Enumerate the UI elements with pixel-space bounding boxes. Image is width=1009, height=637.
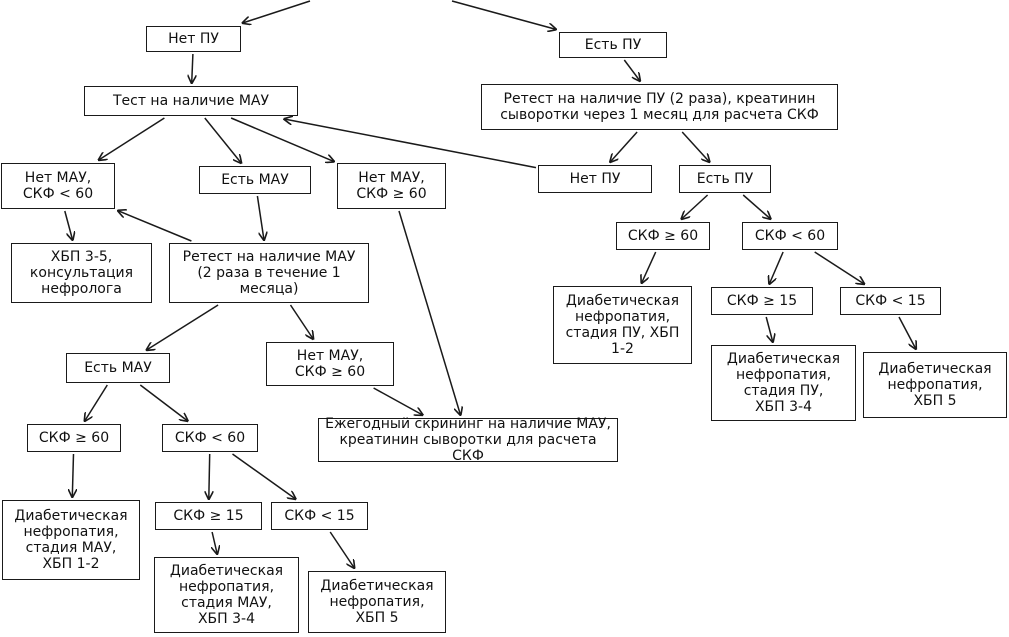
node-dn-proteinuria-ckd-1-2: Диабетическая нефропатия, стадия ПУ, ХБП… (553, 286, 692, 364)
arrow-retest-mau-to-net-mau-skf-lt60 (118, 211, 192, 242)
node-gfr-15-plus-right: СКФ ≥ 15 (711, 287, 813, 315)
node-no-proteinuria-top: Нет ПУ (146, 26, 241, 52)
arrow-est-pu-top-to-retest-pu (623, 59, 640, 81)
node-mau-confirmed: Есть МАУ (66, 353, 170, 383)
arrow-skf-ge60-l-to-dn-mau-12 (72, 453, 73, 497)
arrow-retest-mau-to-est-mau-low (147, 304, 219, 350)
node-no-mau-gfr-60-plus: Нет МАУ, СКФ ≥ 60 (337, 163, 446, 209)
arrow-skf-ge60-r-to-dn-pu-12 (642, 251, 657, 283)
node-gfr-15-plus-left: СКФ ≥ 15 (155, 502, 262, 530)
arrow-net-mau-skf-lt60-to-hbp-35 (64, 210, 73, 240)
arrow-est-pu-mid-to-skf-lt60-r (742, 194, 770, 219)
arrow-est-mau-to-retest-mau (256, 195, 264, 240)
node-no-mau-gfr-60-plus-retest: Нет МАУ, СКФ ≥ 60 (266, 342, 394, 386)
arrow-test-mau-to-net-mau-skf-ge60-a (230, 117, 334, 162)
node-annual-screening: Ежегодный скрининг на наличие МАУ, креат… (318, 416, 618, 464)
arrow-net-pu-top-to-test-mau (192, 53, 193, 83)
node-gfr-below-15-right: СКФ < 15 (840, 287, 941, 315)
node-proteinuria-retest: Ретест на наличие ПУ (2 раза), креатинин… (481, 84, 838, 130)
node-mau-retest: Ретест на наличие МАУ (2 раза в течение … (169, 243, 369, 303)
node-dn-mau-ckd-3-4: Диабетическая нефропатия, стадия МАУ, ХБ… (154, 557, 299, 633)
arrow-retest-pu-to-net-pu-mid (610, 131, 638, 162)
node-mau-present: Есть МАУ (199, 166, 311, 194)
arrow-net-mau-skf-ge60-b-to-annual-screen (373, 387, 423, 415)
arrow-est-pu-mid-to-skf-ge60-r (682, 194, 709, 219)
arrow-skf-lt60-l-to-skf-lt15-l (232, 453, 296, 499)
node-gfr-below-60-right: СКФ < 60 (742, 222, 838, 250)
arrow-skf-lt60-l-to-skf-ge15-l (209, 453, 210, 499)
arrow-skf-ge15-l-to-dn-mau-34 (212, 531, 217, 554)
arrow-est-mau-low-to-skf-ge60-l (85, 384, 108, 421)
node-proteinuria-top: Есть ПУ (559, 32, 667, 58)
node-gfr-60-plus-right: СКФ ≥ 60 (616, 222, 710, 250)
node-dn-proteinuria-ckd-3-4: Диабетическая нефропатия, стадия ПУ, ХБП… (711, 345, 856, 421)
arrow-retest-mau-to-net-mau-skf-ge60-b (289, 304, 314, 339)
arrow-skf-lt60-r-to-skf-ge15-r (769, 251, 784, 284)
node-gfr-below-60-left: СКФ < 60 (162, 424, 258, 452)
node-no-mau-gfr-below-60: Нет МАУ, СКФ < 60 (1, 163, 115, 209)
arrow-net-mau-skf-ge60-a-to-annual-screen (398, 210, 461, 415)
arrow-retest-pu-to-est-pu-mid (681, 131, 709, 162)
node-gfr-60-plus-left: СКФ ≥ 60 (27, 424, 121, 452)
node-mau-test: Тест на наличие МАУ (84, 86, 298, 116)
arrow-test-mau-to-net-mau-skf-lt60 (99, 117, 165, 160)
node-dn-ckd-5-right: Диабетическая нефропатия, ХБП 5 (863, 352, 1007, 418)
arrow-test-mau-to-est-mau (204, 117, 241, 163)
node-gfr-below-15-left: СКФ < 15 (271, 502, 368, 530)
arrow-skf-lt60-r-to-skf-lt15-r (814, 251, 865, 284)
node-ckd-3-5-nephrologist: ХБП 3-5, консультация нефролога (11, 243, 152, 303)
arrow--topL-to-net-pu-top (243, 0, 311, 23)
arrow-skf-lt15-l-to-dn-hbp5-l (329, 531, 354, 568)
node-dn-mau-ckd-1-2: Диабетическая нефропатия, стадия МАУ, ХБ… (2, 500, 140, 580)
arrow-net-pu-mid-to-test-mau (284, 119, 537, 169)
node-dn-ckd-5-left: Диабетическая нефропатия, ХБП 5 (308, 571, 446, 633)
node-proteinuria-confirmed: Есть ПУ (679, 165, 771, 193)
arrow-skf-ge15-r-to-dn-pu-34 (765, 316, 773, 342)
arrow-skf-lt15-r-to-dn-hbp5-r (898, 316, 916, 349)
node-no-proteinuria-retest: Нет ПУ (538, 165, 652, 193)
arrow-est-mau-low-to-skf-lt60-l (139, 384, 187, 421)
arrow--topR-to-est-pu-top (451, 0, 556, 29)
